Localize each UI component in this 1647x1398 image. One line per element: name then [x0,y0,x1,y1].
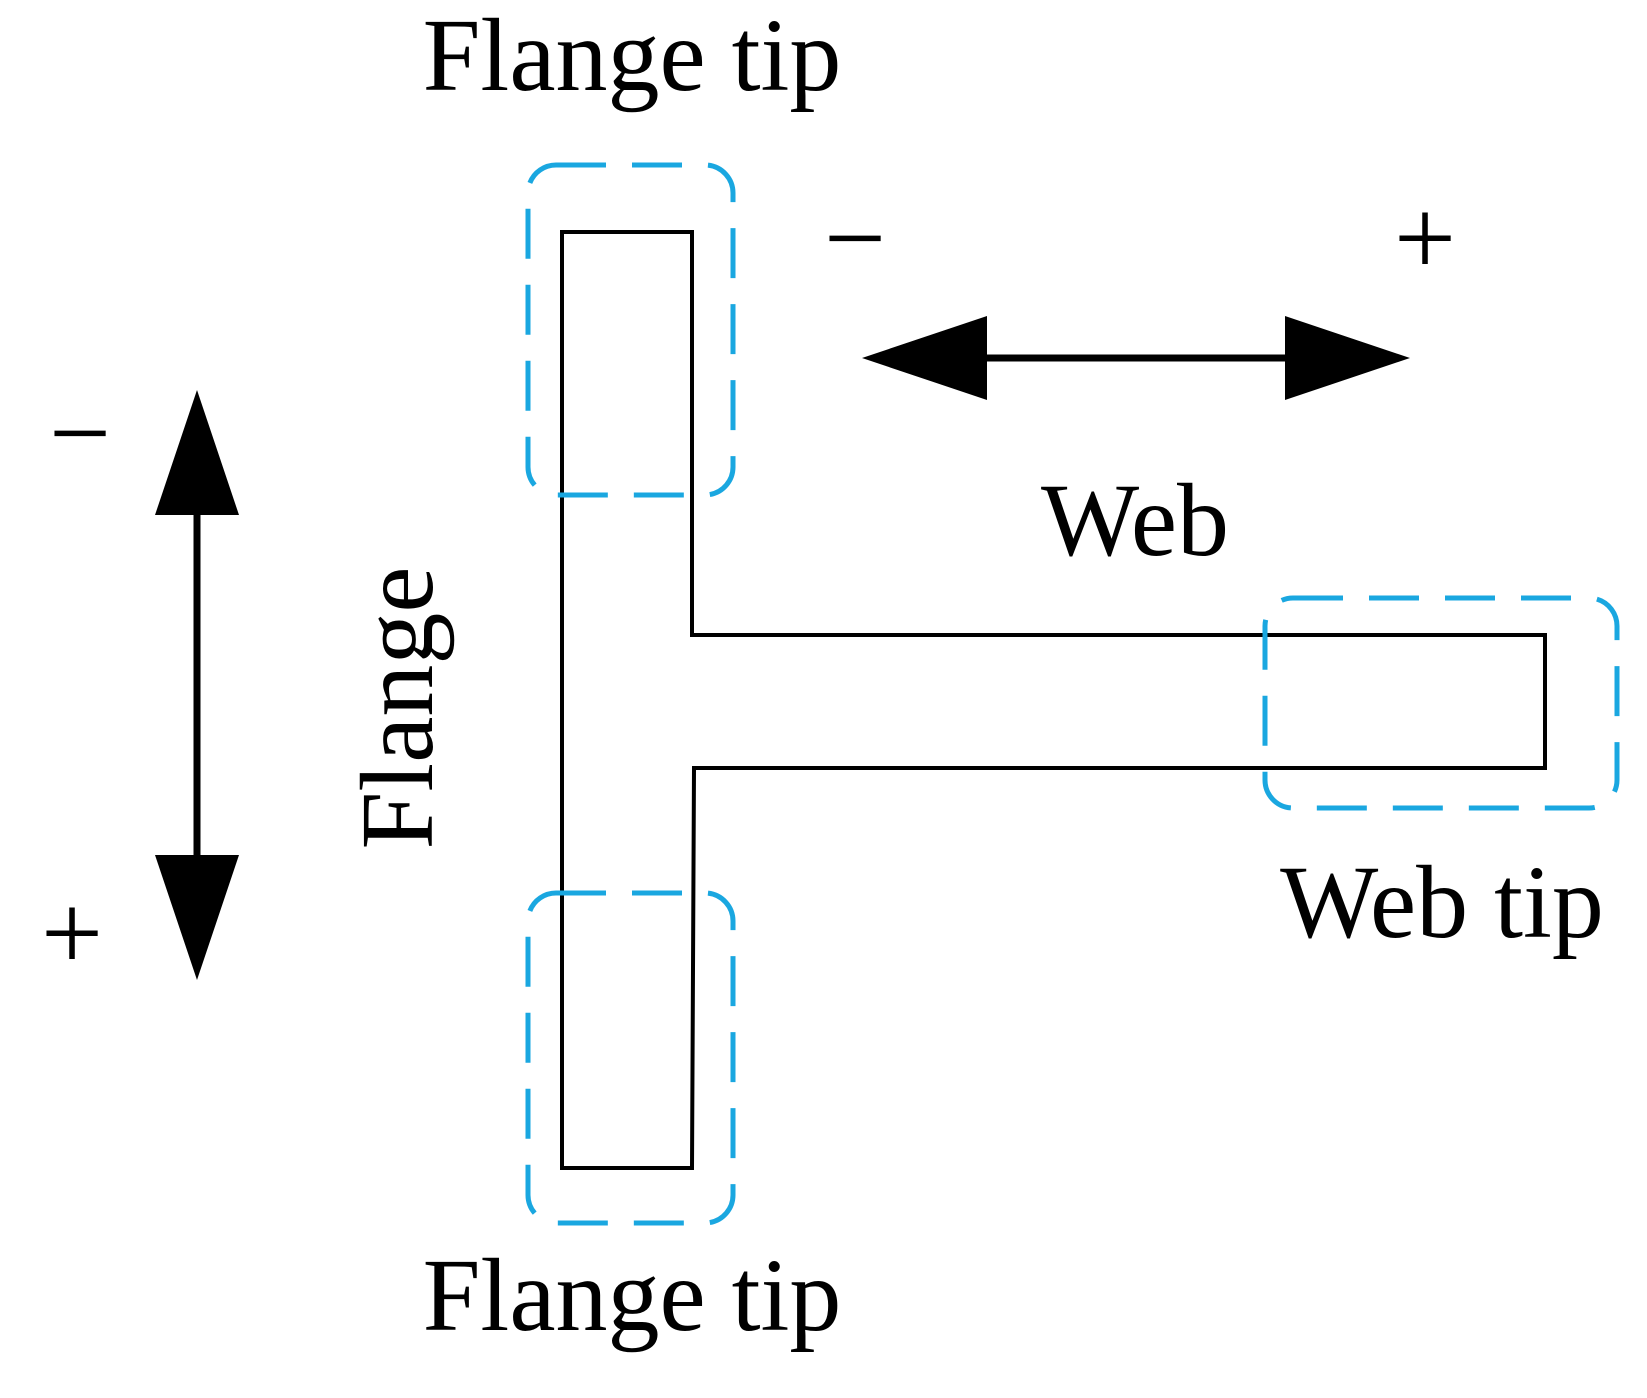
flange-tip-top-label: Flange tip [423,0,842,113]
t-section-outline [560,230,1547,1170]
flange-tip-top-region [525,162,736,498]
web-tip-region [1262,595,1620,811]
vertical-plus-sign: + [41,872,103,994]
flange-tip-bottom-label: Flange tip [423,1238,842,1353]
horizontal-plus-sign: + [1394,177,1456,299]
horizontal-double-arrow [862,316,1410,400]
web-tip-label: Web tip [1280,845,1604,960]
flange-tip-bottom-region [525,890,736,1226]
web-label: Web [1041,463,1229,578]
vertical-double-arrow [155,390,239,980]
flange-label: Flange [340,566,455,849]
vertical-minus-sign: − [49,372,111,494]
horizontal-minus-sign: − [824,177,886,299]
